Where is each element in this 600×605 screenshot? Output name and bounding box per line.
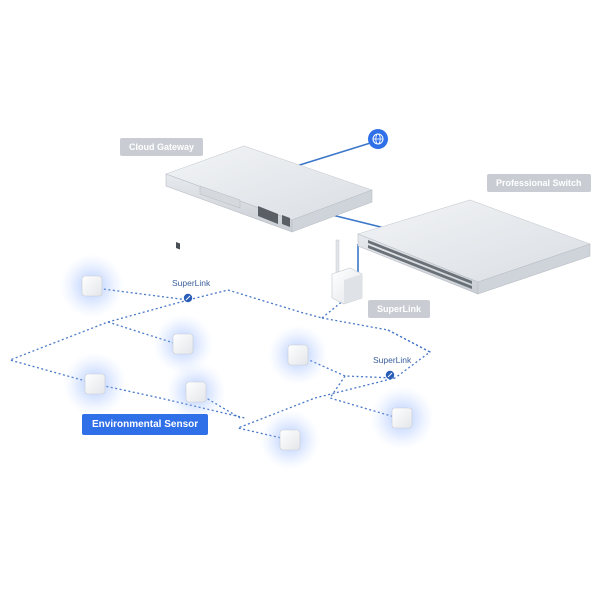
sensor-node — [268, 325, 328, 385]
environmental-sensor-label: Environmental Sensor — [82, 414, 209, 435]
cloud-gateway-label: Cloud Gateway — [120, 138, 204, 156]
sensor-node — [260, 410, 320, 470]
professional-switch-device — [357, 199, 591, 295]
superlink-label-2: SuperLink — [373, 355, 412, 365]
globe-icon — [368, 129, 388, 149]
environmental-sensors — [60, 254, 434, 470]
sensor-node — [60, 254, 124, 318]
superlink-device-label: SuperLink — [368, 300, 431, 318]
superlink-label-1: SuperLink — [172, 278, 211, 288]
cloud-gateway-device — [165, 145, 373, 250]
professional-switch-label: Professional Switch — [487, 174, 591, 192]
superlink-device — [331, 239, 363, 305]
sensor-node — [370, 386, 434, 450]
sensor-node — [63, 352, 127, 416]
sensor-node — [153, 314, 213, 374]
gateway-internet-link — [289, 139, 381, 169]
gateway-display — [176, 242, 180, 250]
sensor-node — [166, 362, 226, 422]
